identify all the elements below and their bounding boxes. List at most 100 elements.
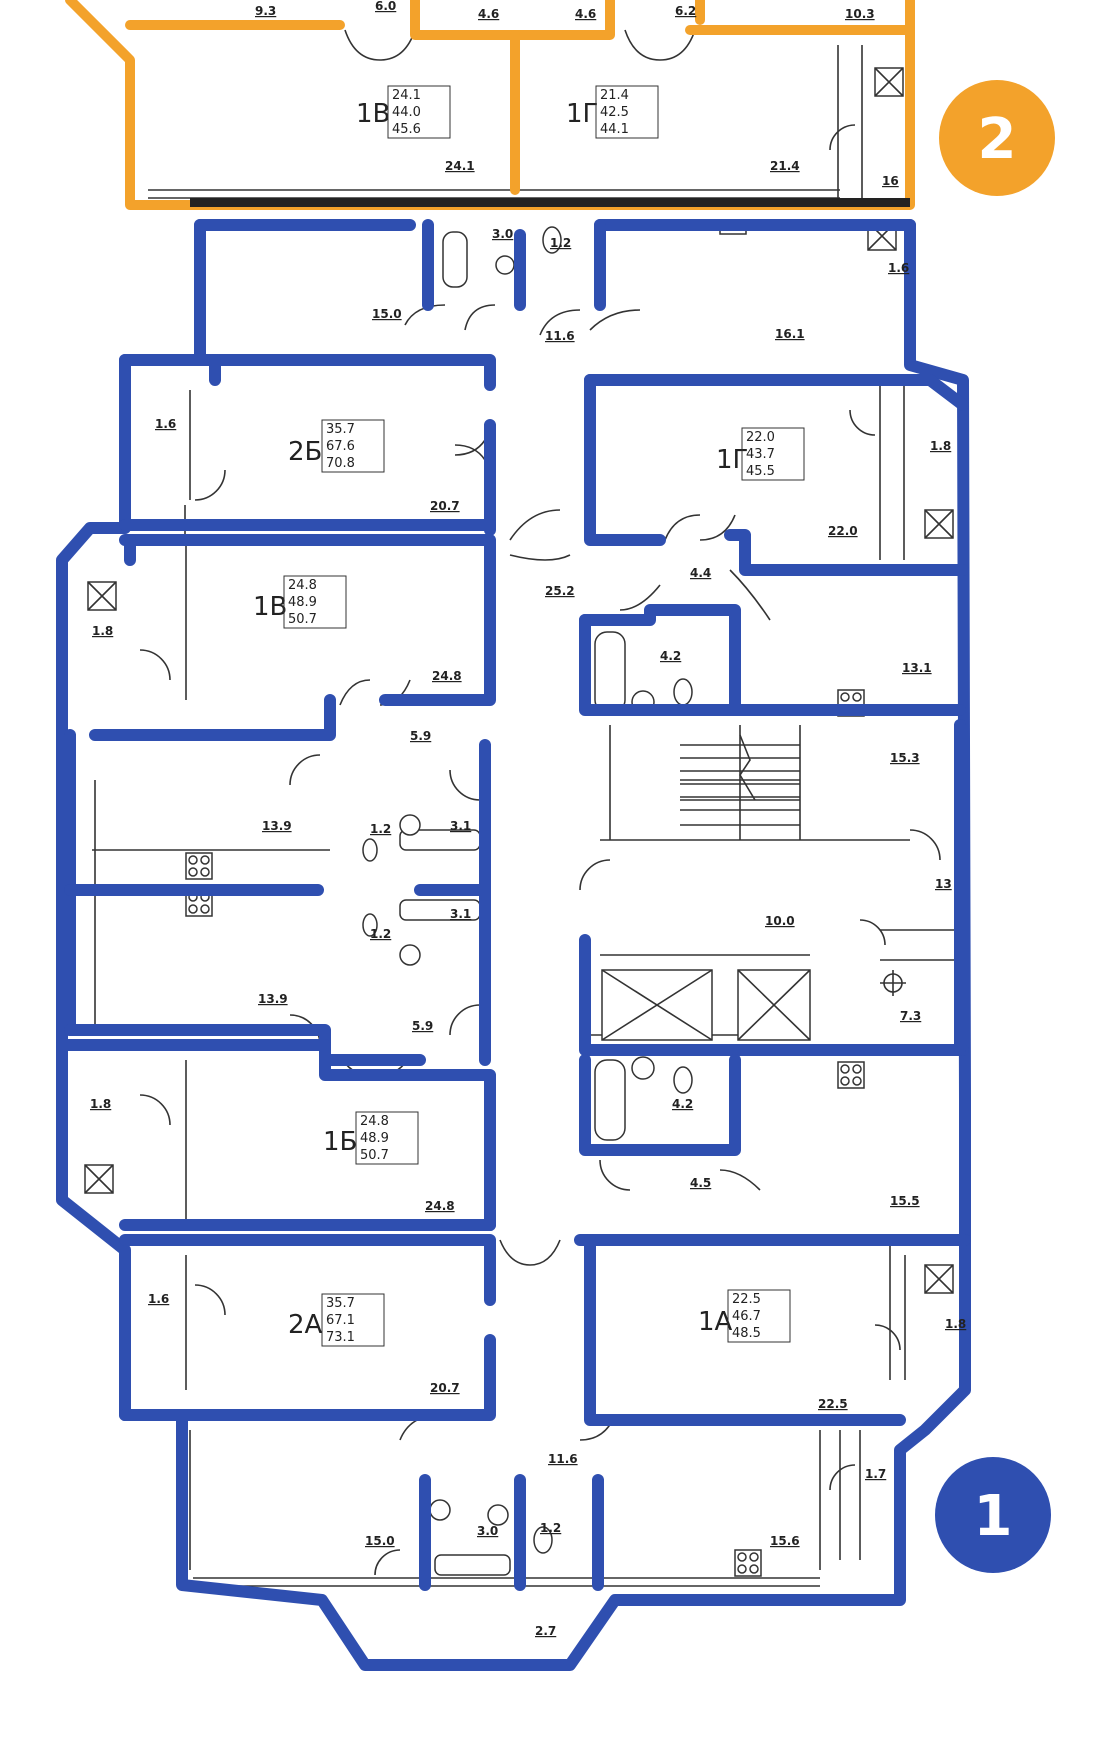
room-area: 13.1 (902, 661, 932, 675)
room-area: 1.6 (155, 417, 176, 431)
apartment-1g-top: 1Г 21.4 42.5 44.1 (566, 85, 659, 139)
room-area: 21.4 (770, 159, 800, 173)
room-area: 15.6 (770, 1534, 800, 1548)
apartment-living-area: 24.8 (360, 1114, 389, 1129)
room-area: 20.7 (430, 499, 460, 513)
room-area: 1.8 (90, 1097, 111, 1111)
apartment-2a: 2А 35.7 67.1 73.1 (288, 1293, 385, 1347)
section-2-badge: 2 (939, 80, 1055, 196)
apartment-living-area: 24.1 (392, 88, 421, 103)
apartment-total-area: 67.6 (326, 439, 355, 454)
room-area: 2.7 (535, 1624, 556, 1638)
room-area: 22.0 (828, 524, 858, 538)
room-area: 5.9 (412, 1019, 433, 1033)
apartment-living-area: 24.8 (288, 578, 317, 593)
room-area: 10.0 (765, 914, 795, 928)
room-area: 9.3 (255, 4, 276, 18)
apartment-total-area: 48.9 (288, 595, 317, 610)
room-area: 15.5 (890, 1194, 920, 1208)
balcony-rail (190, 198, 910, 207)
apartment-full-area: 73.1 (326, 1330, 355, 1345)
room-area: 3.1 (450, 819, 471, 833)
room-area: 25.2 (545, 584, 575, 598)
apartment-1a: 1А 22.5 46.7 48.5 (698, 1289, 791, 1343)
room-area: 4.2 (660, 649, 681, 663)
apartment-code: 1В (356, 99, 390, 129)
room-area: 16.1 (775, 327, 805, 341)
badge-circle (935, 1457, 1051, 1573)
apartment-total-area: 46.7 (732, 1309, 761, 1324)
room-area: 20.7 (430, 1381, 460, 1395)
apartment-full-area: 50.7 (360, 1148, 389, 1163)
apartment-living-area: 35.7 (326, 422, 355, 437)
apartment-code: 1А (698, 1307, 733, 1337)
apartment-full-area: 70.8 (326, 456, 355, 471)
door-swings (139, 29, 941, 1576)
apartment-1v-top: 1В 24.1 44.0 45.6 (356, 85, 451, 139)
room-area: 11.6 (548, 1452, 578, 1466)
room-area: 7.3 (900, 1009, 921, 1023)
section-1-badge: 1 (935, 1457, 1051, 1573)
badge-circle (939, 80, 1055, 196)
apartment-living-area: 21.4 (600, 88, 629, 103)
apartment-full-area: 45.5 (746, 464, 775, 479)
apartment-code: 2Б (288, 437, 322, 467)
room-area: 1.2 (540, 1521, 561, 1535)
apartment-full-area: 50.7 (288, 612, 317, 627)
room-area: 13.9 (258, 992, 288, 1006)
room-area: 15.3 (890, 751, 920, 765)
room-area: 1.2 (550, 236, 571, 250)
apartment-1v-left: 1В 24.8 48.9 50.7 (253, 575, 347, 629)
room-area: 11.6 (545, 329, 575, 343)
apartment-1b: 1Б 24.8 48.9 50.7 (323, 1111, 419, 1165)
room-area: 24.8 (432, 669, 462, 683)
room-area: 15.0 (372, 307, 402, 321)
room-area: 3.1 (450, 907, 471, 921)
apartment-total-area: 44.0 (392, 105, 421, 120)
room-area: 4.6 (478, 7, 499, 21)
apartment-living-area: 35.7 (326, 1296, 355, 1311)
room-area: 1.8 (92, 624, 113, 638)
apartment-full-area: 48.5 (732, 1326, 761, 1341)
room-area: 16 (882, 174, 899, 188)
apartment-code: 1В (253, 592, 287, 622)
apartment-code: 1Г (566, 99, 598, 129)
apartment-total-area: 67.1 (326, 1313, 355, 1328)
room-area: 6.2 (675, 4, 696, 18)
room-area: 4.5 (690, 1176, 711, 1190)
room-area: 1.8 (945, 1317, 966, 1331)
room-area: 22.5 (818, 1397, 848, 1411)
room-area: 4.4 (690, 566, 711, 580)
room-area: 4.2 (672, 1097, 693, 1111)
room-area: 1.6 (888, 261, 909, 275)
apartment-code: 1Б (323, 1127, 357, 1157)
room-area: 24.1 (445, 159, 475, 173)
room-area: 24.8 (425, 1199, 455, 1213)
room-area: 3.0 (492, 227, 513, 241)
room-area: 1.2 (370, 927, 391, 941)
room-area: 6.0 (375, 0, 396, 13)
room-area: 13.9 (262, 819, 292, 833)
apartment-full-area: 45.6 (392, 122, 421, 137)
apartment-total-area: 42.5 (600, 105, 629, 120)
section-2-outline (65, 0, 915, 210)
room-area: 5.9 (410, 729, 431, 743)
room-area: 3.0 (477, 1524, 498, 1538)
room-area: 15.0 (365, 1534, 395, 1548)
room-area: 4.6 (575, 7, 596, 21)
room-area: 1.2 (370, 822, 391, 836)
apartment-2b: 2Б 35.7 67.6 70.8 (288, 419, 385, 473)
room-area-labels: 9.3 6.0 4.6 4.6 6.2 10.3 24.1 21.4 16 3.… (90, 0, 966, 1638)
apartment-labels: 1В 24.1 44.0 45.6 1Г 21.4 42.5 44.1 2Б 3… (253, 85, 805, 1347)
room-area: 1.8 (930, 439, 951, 453)
room-area: 10.3 (845, 7, 875, 21)
apartment-code: 2А (288, 1310, 323, 1340)
apartment-code: 1Г (716, 445, 748, 475)
badge-label: 2 (978, 107, 1017, 172)
badge-label: 1 (974, 1484, 1013, 1549)
section-1-walls (56, 219, 971, 1591)
apartment-total-area: 43.7 (746, 447, 775, 462)
room-area: 1.6 (148, 1292, 169, 1306)
section-1-outline (56, 219, 971, 1671)
